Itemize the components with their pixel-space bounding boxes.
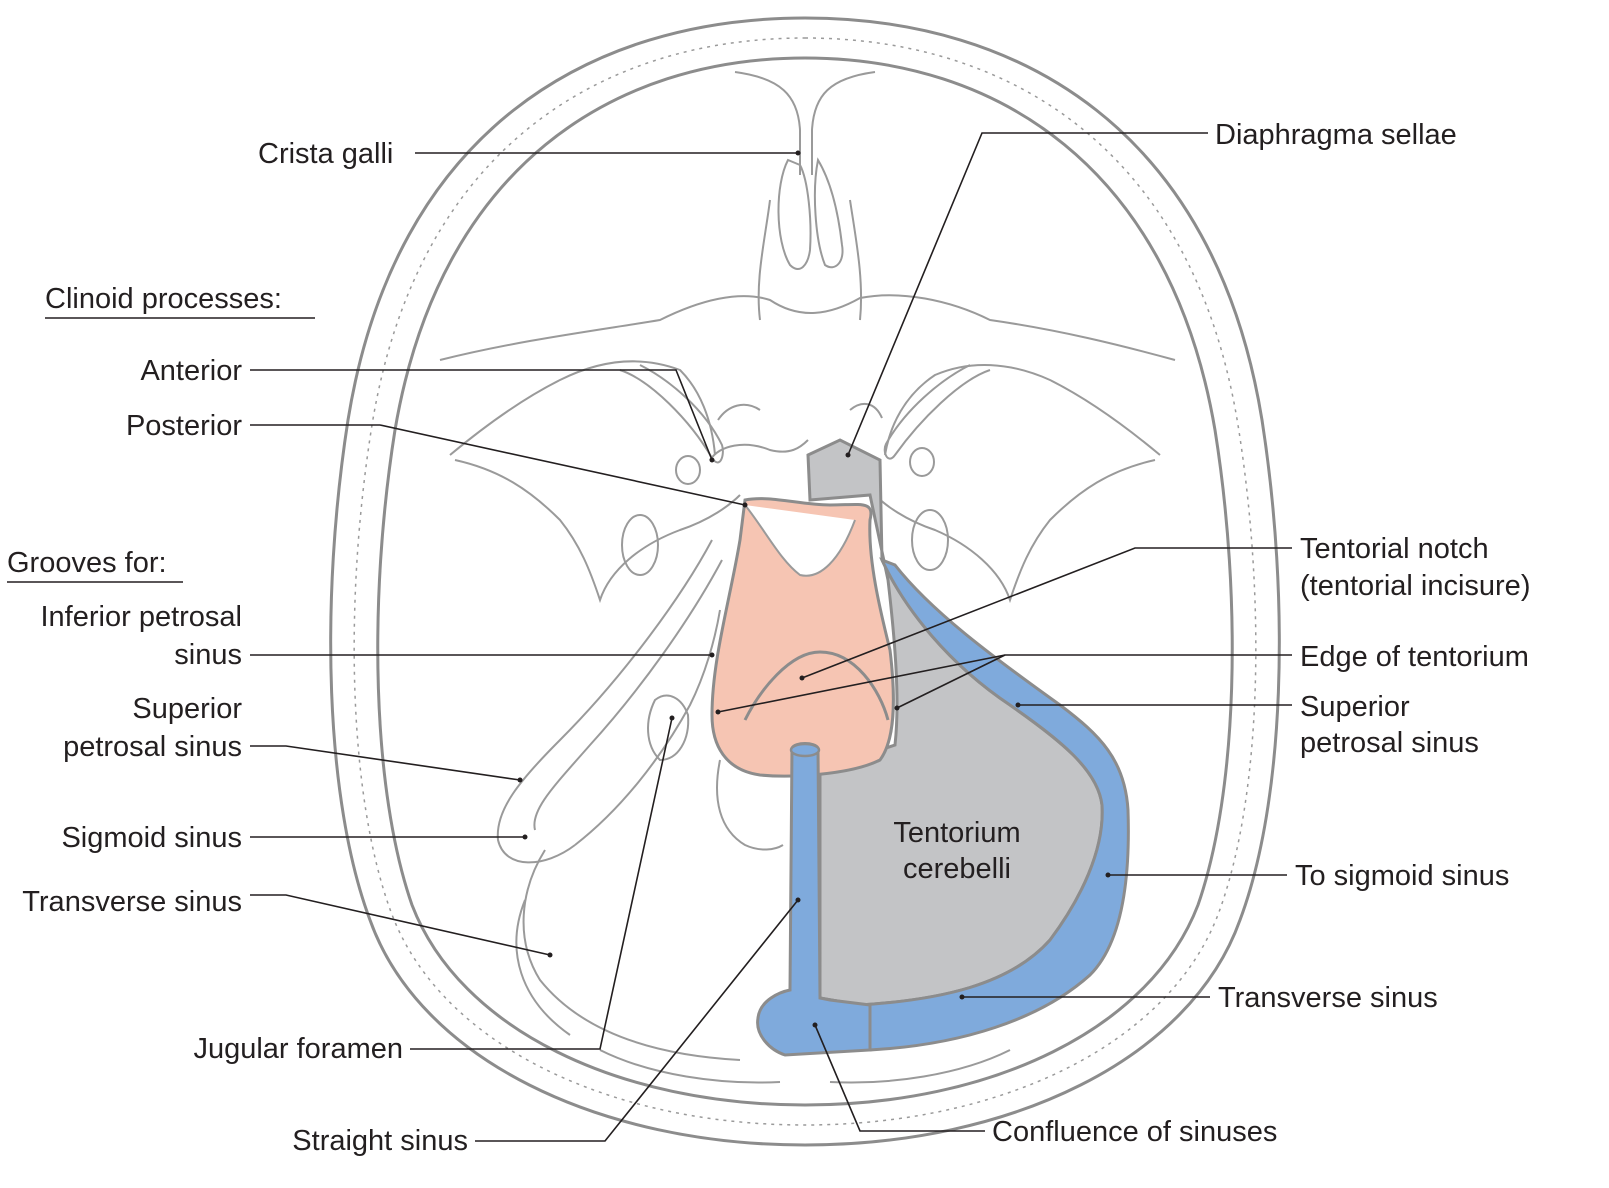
label-edge-of-tentorium: Edge of tentorium bbox=[1300, 641, 1529, 673]
leader-confluence bbox=[814, 1024, 985, 1132]
label-crista-galli: Crista galli bbox=[258, 138, 393, 170]
label-transverse-sinus-right: Transverse sinus bbox=[1218, 982, 1438, 1014]
leader-diaphragma-sellae bbox=[847, 132, 1208, 456]
leader-jugular-foramen bbox=[410, 717, 673, 1050]
label-superior-petrosal-left-2: petrosal sinus bbox=[63, 731, 242, 763]
label-superior-petrosal-right-2: petrosal sinus bbox=[1300, 727, 1479, 759]
leader-posterior bbox=[250, 424, 746, 506]
label-confluence: Confluence of sinuses bbox=[992, 1116, 1277, 1148]
label-inferior-petrosal-2: sinus bbox=[174, 639, 242, 671]
label-jugular-foramen: Jugular foramen bbox=[193, 1033, 403, 1065]
tentorial-notch bbox=[710, 497, 895, 778]
label-straight-sinus: Straight sinus bbox=[292, 1125, 468, 1157]
leader-transverse-sinus-left bbox=[250, 894, 551, 956]
label-sigmoid-sinus: Sigmoid sinus bbox=[61, 822, 242, 854]
crista-galli-shape bbox=[734, 71, 876, 321]
skull-outline bbox=[329, 16, 1281, 1147]
label-anterior: Anterior bbox=[140, 355, 242, 387]
label-to-sigmoid-sinus: To sigmoid sinus bbox=[1295, 860, 1509, 892]
label-tentorial-notch-1: Tentorial notch bbox=[1300, 533, 1489, 565]
leader-superior-petrosal-left bbox=[250, 745, 521, 781]
label-clinoid-processes: Clinoid processes: bbox=[45, 283, 282, 315]
label-superior-petrosal-left-1: Superior bbox=[132, 693, 242, 725]
leader-edge-of-tentorium-b bbox=[896, 654, 1006, 709]
tentorium-label-line2: cerebelli bbox=[903, 853, 1011, 885]
label-diaphragma-sellae: Diaphragma sellae bbox=[1215, 119, 1457, 151]
label-tentorial-notch-2: (tentorial incisure) bbox=[1300, 570, 1530, 602]
label-posterior: Posterior bbox=[126, 410, 242, 442]
leader-tentorial-notch bbox=[801, 547, 1292, 679]
leader-lines bbox=[250, 132, 1292, 1142]
label-transverse-sinus-left: Transverse sinus bbox=[22, 886, 242, 918]
label-superior-petrosal-right-1: Superior bbox=[1300, 691, 1410, 723]
label-inferior-petrosal-1: Inferior petrosal bbox=[41, 601, 243, 633]
tentorium-label-line1: Tentorium bbox=[893, 817, 1020, 849]
straight-sinus-and-confluence bbox=[756, 742, 872, 1057]
leader-endpoints bbox=[517, 150, 1111, 1028]
cranial-fossae bbox=[439, 294, 1176, 1084]
leader-straight-sinus bbox=[475, 899, 799, 1142]
label-grooves-for: Grooves for: bbox=[7, 547, 167, 579]
leader-anterior bbox=[250, 369, 713, 461]
